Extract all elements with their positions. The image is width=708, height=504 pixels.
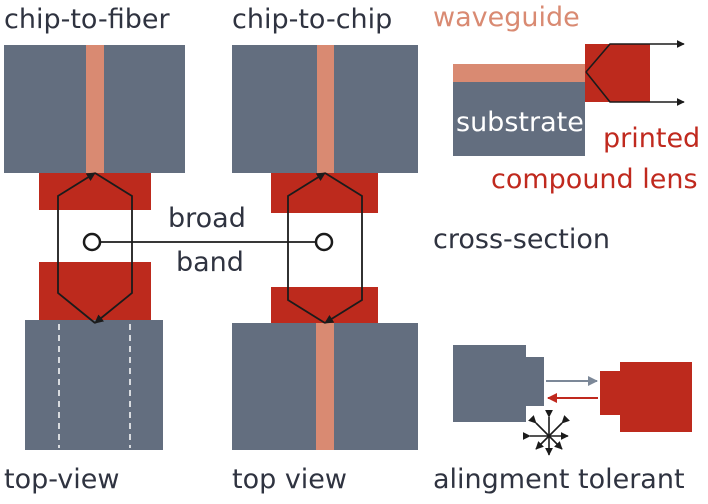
printed-label: printed bbox=[603, 123, 701, 154]
lens-top-left bbox=[39, 173, 151, 210]
waveguide-label: waveguide bbox=[433, 2, 580, 33]
waveguide-layer bbox=[453, 64, 585, 82]
cross-section-label: cross-section bbox=[433, 224, 610, 255]
waveguide-top-left bbox=[86, 45, 104, 173]
beam-path-right bbox=[287, 172, 363, 324]
broad-label: broad bbox=[168, 203, 246, 234]
focus-point-right bbox=[314, 232, 334, 252]
focus-point-left bbox=[82, 232, 102, 252]
compound-lens-label: compound lens bbox=[491, 164, 698, 195]
fiber-left bbox=[25, 320, 163, 450]
chip-to-chip-label: chip-to-chip bbox=[232, 4, 393, 35]
chip-to-fiber-label: chip-to-fiber bbox=[4, 4, 170, 35]
four-way-arrow-icon bbox=[522, 409, 570, 456]
waveguide-bottom-right bbox=[316, 323, 334, 450]
substrate-label: substrate bbox=[456, 107, 584, 138]
top-view-label-right: top view bbox=[232, 464, 348, 495]
band-label: band bbox=[176, 247, 244, 278]
device-nose-right bbox=[600, 371, 622, 415]
substrate-block bbox=[453, 82, 585, 156]
printed-lens-block bbox=[585, 44, 650, 102]
device-nose-left bbox=[526, 357, 544, 406]
beam-path-left bbox=[57, 172, 133, 324]
top-view-label-left: top-view bbox=[4, 464, 120, 495]
waveguide-top-right bbox=[317, 45, 334, 173]
cross-section-rays bbox=[585, 40, 685, 106]
device-body-right bbox=[620, 362, 692, 432]
alignment-tolerant-label: alingment tolerant bbox=[433, 464, 685, 495]
lens-bottom-left bbox=[39, 262, 151, 320]
device-body-left bbox=[453, 345, 526, 422]
